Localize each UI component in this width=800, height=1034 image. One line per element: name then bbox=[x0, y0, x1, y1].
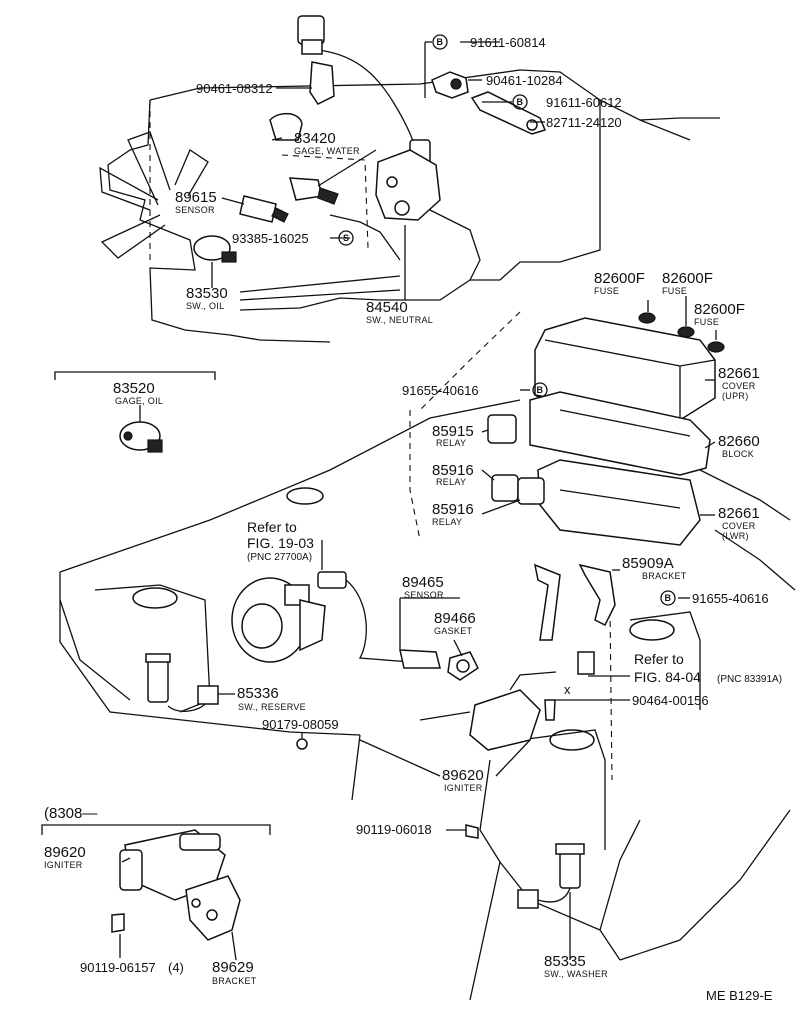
desc-85909a: BRACKET bbox=[642, 571, 687, 581]
bolt-mark-b bbox=[532, 382, 548, 398]
stud-mark-s bbox=[338, 230, 354, 246]
label-85335: 85335 bbox=[544, 953, 586, 970]
bracket-85909a: x bbox=[533, 563, 616, 697]
qty-90119-06157: (4) bbox=[168, 960, 184, 975]
label-83420: 83420 bbox=[294, 130, 336, 147]
label-91611-60814: 91611-60814 bbox=[470, 35, 546, 50]
part-labels: B 91611-60814 90461-10284 B 91611-60612 … bbox=[44, 34, 782, 1003]
label-85916-a: 85916 bbox=[432, 462, 474, 479]
oil-gage-inset bbox=[54, 371, 216, 453]
desc-89466: GASKET bbox=[434, 626, 473, 636]
inset-header: (8308— bbox=[44, 805, 97, 822]
ref-fig19-line2: FIG. 19-03 bbox=[247, 535, 314, 551]
desc-85915: RELAY bbox=[436, 438, 466, 448]
mark-91655-40616-b: B bbox=[665, 593, 672, 603]
mark-91611-60814: B bbox=[437, 37, 444, 47]
leader-lines bbox=[119, 41, 717, 961]
desc-82661-upr: COVER bbox=[722, 381, 756, 391]
label-90461-10284: 90461-10284 bbox=[486, 73, 563, 88]
label-83530: 83530 bbox=[186, 285, 228, 302]
oxygen-sensor bbox=[317, 571, 479, 681]
label-85916-b: 85916 bbox=[432, 501, 474, 518]
washer-switch bbox=[517, 843, 585, 909]
reserve-switch bbox=[145, 653, 219, 712]
ref-fig19-line1: Refer to bbox=[247, 519, 297, 535]
bolt-mark-b bbox=[432, 34, 448, 50]
label-89629: 89629 bbox=[212, 959, 254, 976]
ref-fig84-line1: Refer to bbox=[634, 651, 684, 667]
desc-89629: BRACKET bbox=[212, 976, 257, 986]
label-90461-08312: 90461-08312 bbox=[196, 81, 273, 96]
desc-82600f-b: FUSE bbox=[662, 286, 687, 296]
igniter-on-car bbox=[296, 671, 557, 839]
label-90179-08059: 90179-08059 bbox=[262, 717, 339, 732]
label-inset-89620: 89620 bbox=[44, 844, 86, 861]
label-93385-16025: 93385-16025 bbox=[232, 231, 309, 246]
label-89620: 89620 bbox=[442, 767, 484, 784]
alternator bbox=[231, 577, 326, 663]
desc-82661-lwr: COVER bbox=[722, 521, 756, 531]
desc-85336: SW., RESERVE bbox=[238, 702, 306, 712]
label-82600f-b: 82600F bbox=[662, 270, 713, 287]
label-90119-06018: 90119-06018 bbox=[356, 822, 432, 837]
label-91655-40616-a: 91655-40616 bbox=[402, 383, 479, 398]
mark-91655-40616-a: B bbox=[537, 385, 544, 395]
desc2-82661-lwr: (LWR) bbox=[722, 531, 749, 541]
neutral-switch-harness bbox=[269, 15, 441, 221]
engine-outline bbox=[99, 69, 720, 343]
mark-93385-16025: S bbox=[343, 233, 349, 243]
mark-91611-60612: B bbox=[517, 97, 524, 107]
igniter-inset bbox=[41, 824, 271, 941]
diagram-code: ME B129-E bbox=[706, 988, 773, 1003]
desc-85916-b: RELAY bbox=[432, 517, 462, 527]
ref-fig19-line3: (PNC 27700A) bbox=[247, 552, 312, 563]
label-89466: 89466 bbox=[434, 610, 476, 627]
label-85336: 85336 bbox=[237, 685, 279, 702]
ref-fig84-line2: FIG. 84-04 bbox=[634, 669, 701, 685]
fuse-block bbox=[529, 312, 725, 546]
label-82711-24120: 82711-24120 bbox=[546, 115, 622, 130]
label-85909a: 85909A bbox=[622, 555, 674, 572]
desc2-82661-upr: (UPR) bbox=[722, 391, 749, 401]
label-89615: 89615 bbox=[175, 189, 217, 206]
bolt-mark-b bbox=[512, 94, 528, 110]
desc-85335: SW., WASHER bbox=[544, 969, 608, 979]
label-82600f-a: 82600F bbox=[594, 270, 645, 287]
desc-inset-89620: IGNITER bbox=[44, 860, 83, 870]
label-84540: 84540 bbox=[366, 299, 408, 316]
label-90119-06157: 90119-06157 bbox=[80, 960, 156, 975]
svg-text:x: x bbox=[564, 682, 571, 697]
desc-89465: SENSOR bbox=[404, 590, 444, 600]
label-90464-00156: 90464-00156 bbox=[632, 693, 709, 708]
engine-sensors bbox=[193, 177, 339, 263]
label-82660: 82660 bbox=[718, 433, 760, 450]
desc-89615: SENSOR bbox=[175, 205, 215, 215]
label-83520: 83520 bbox=[113, 380, 155, 397]
desc-82660: BLOCK bbox=[722, 449, 754, 459]
desc-83520: GAGE, OIL bbox=[115, 396, 163, 406]
desc-82600f-c: FUSE bbox=[694, 317, 719, 327]
desc-83420: GAGE, WATER bbox=[294, 146, 360, 156]
label-82661-upr: 82661 bbox=[718, 365, 760, 382]
relays bbox=[487, 414, 545, 505]
ref-fig84-line3: (PNC 83391A) bbox=[717, 674, 782, 685]
desc-85916-a: RELAY bbox=[436, 477, 466, 487]
bolt-mark-b bbox=[660, 590, 676, 606]
desc-82600f-a: FUSE bbox=[594, 286, 619, 296]
desc-83530: SW., OIL bbox=[186, 301, 224, 311]
label-89465: 89465 bbox=[402, 574, 444, 591]
desc-84540: SW., NEUTRAL bbox=[366, 315, 433, 325]
label-91655-40616-b: 91655-40616 bbox=[692, 591, 769, 606]
label-85915: 85915 bbox=[432, 423, 474, 440]
label-91611-60612: 91611-60612 bbox=[546, 95, 622, 110]
label-82600f-c: 82600F bbox=[694, 301, 745, 318]
desc-89620: IGNITER bbox=[444, 783, 483, 793]
label-82661-lwr: 82661 bbox=[718, 505, 760, 522]
